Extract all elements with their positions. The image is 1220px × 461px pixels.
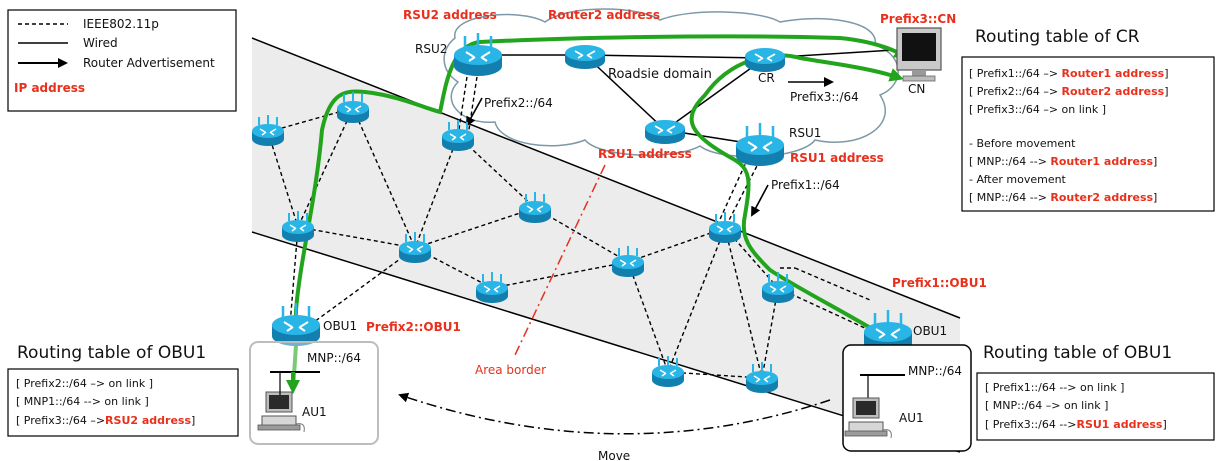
obu1-left-router-icon: [270, 301, 322, 348]
obu1-right-routing-table: Routing table of OBU1 [ Prefix1::/64 -->…: [976, 343, 1215, 441]
obu1-left-routing-table: Routing table of OBU1 [ Prefix2::/64 –> …: [7, 343, 239, 437]
vehicle-router-icon: [708, 211, 742, 244]
prefix1-obu1-label: Prefix1::OBU1: [892, 276, 987, 290]
obu1-left-table-row: [ Prefix3::/64 –>RSU2 address]: [16, 414, 195, 427]
router1-address-label: RSU1 address: [598, 147, 692, 161]
move-arrow: [398, 392, 831, 435]
cr-table-title: Routing table of CR: [975, 27, 1140, 47]
au1-right-label: AU1: [899, 411, 924, 425]
cr-table-row: [ MNP::/64 --> Router2 address]: [969, 191, 1157, 204]
cr-table-row: [ Prefix2::/64 –> Router2 address]: [969, 85, 1168, 98]
legend-wired: Wired: [83, 36, 118, 50]
obu1-left-label: OBU1: [323, 319, 357, 333]
prefix3-ra-label: Prefix3::/64: [790, 90, 859, 104]
obu1-right-table-row: [ MNP::/64 –> on link ]: [985, 399, 1108, 412]
move-label: Move: [598, 449, 630, 461]
prefix1-ra-label: Prefix1::/64: [771, 178, 840, 192]
rsu2-label: RSU2: [415, 42, 447, 56]
route-path-after: [689, 53, 904, 389]
legend-ip: IP address: [14, 81, 85, 95]
area-border-line: [514, 164, 606, 356]
rsu1-label: RSU1: [789, 126, 821, 140]
router1-icon: [644, 119, 686, 145]
rsu2-address-label: RSU2 address: [403, 8, 497, 22]
router2-icon: [564, 44, 606, 70]
cr-table-row: - Before movement: [969, 137, 1076, 150]
road-edge-bottom: [251, 231, 961, 453]
rsu1-address-label: RSU1 address: [790, 151, 884, 165]
mnp-right-label: MNP::/64: [908, 364, 962, 378]
cr-table-row: [ MNP::/64 --> Router1 address]: [969, 155, 1157, 168]
router2-address-label: Router2 address: [548, 8, 660, 22]
cn-computer-icon: [896, 27, 942, 82]
obu1-right-label: OBU1: [913, 324, 947, 338]
cr-table-row: [ Prefix3::/64 –> on link ]: [969, 103, 1106, 116]
ra-arrows: [466, 77, 834, 217]
obu1-right-table-row: [ Prefix1::/64 --> on link ]: [985, 381, 1124, 394]
area-border-label: Area border: [475, 363, 546, 377]
route-path-before: [291, 34, 909, 391]
prefix2-obu1-label: Prefix2::OBU1: [366, 320, 461, 334]
cr-routing-table: Routing table of CR [ Prefix1::/64 –> Ro…: [961, 27, 1215, 212]
legend-ra: Router Advertisement: [83, 56, 215, 70]
roadside-cloud: [443, 8, 899, 158]
obu1-right-table-title: Routing table of OBU1: [983, 343, 1172, 363]
rsu1-router-icon: [734, 121, 786, 168]
obu1-right-table-row: [ Prefix3::/64 -->RSU1 address]: [985, 418, 1167, 431]
obu1-left-table-row: [ MNP1::/64 --> on link ]: [16, 395, 149, 408]
obu1-left-table-row: [ Prefix2::/64 –> on link ]: [16, 377, 153, 390]
roadside-domain-label: Roadsie domain: [608, 67, 712, 82]
cn-label: CN: [908, 82, 925, 96]
obu1-left-table-title: Routing table of OBU1: [17, 343, 206, 363]
prefix2-ra-label: Prefix2::/64: [484, 96, 553, 110]
road-edge-top: [251, 37, 961, 319]
prefix3-cn-label: Prefix3::CN: [880, 12, 956, 26]
legend: IEEE802.11p Wired Router Advertisement I…: [7, 9, 237, 112]
au1-left-label: AU1: [302, 405, 327, 419]
mnp-left-label: MNP::/64: [307, 351, 361, 365]
road-band: [252, 38, 960, 452]
legend-ieee: IEEE802.11p: [83, 17, 159, 31]
cr-label: CR: [758, 71, 775, 85]
cr-table-row: - After movement: [969, 173, 1067, 186]
cr-router-icon: [744, 47, 786, 73]
cr-table-row: [ Prefix1::/64 –> Router1 address]: [969, 67, 1168, 80]
